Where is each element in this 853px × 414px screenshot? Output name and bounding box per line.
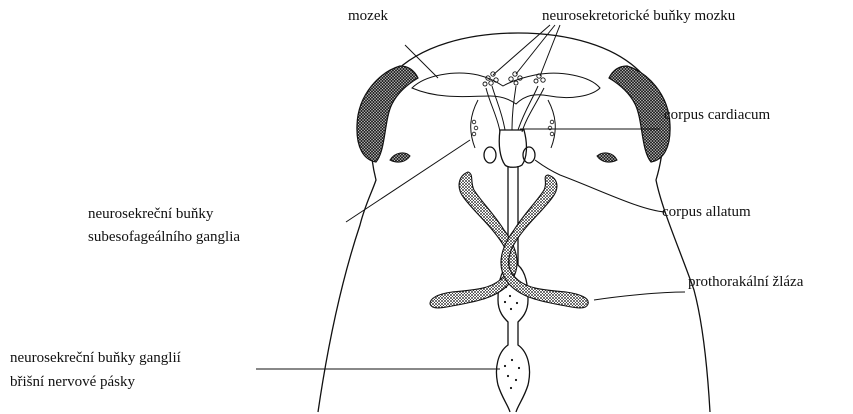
left-antenna-base (390, 153, 410, 162)
prothoracic-gland-right (501, 175, 588, 308)
label-subesophageal-line1: neurosekreční buňky (88, 205, 213, 224)
prothoracic-gland-left (430, 172, 517, 308)
corpus-cardiacum (499, 130, 526, 167)
subesophageal-neurosecretory-cells (472, 120, 554, 136)
label-subesophageal-line2: subesofageálního ganglia (88, 228, 240, 247)
brain-neurosecretory-cells (483, 72, 545, 86)
neurosecretory-axons (486, 86, 544, 132)
corpus-allatum-left (484, 147, 496, 163)
label-ventral-line1: neurosekreční buňky ganglií (10, 349, 181, 368)
left-compound-eye (357, 66, 418, 162)
label-ventral-line2: břišní nervové pásky (10, 373, 135, 392)
label-corpus-cardiacum: corpus cardiacum (664, 106, 770, 125)
label-corpus-allatum: corpus allatum (662, 203, 751, 222)
right-compound-eye (609, 66, 670, 162)
label-brain-neurosecretory-cells: neurosekretorické buňky mozku (542, 7, 735, 26)
right-antenna-base (597, 153, 617, 162)
brain-outline (412, 73, 600, 104)
label-brain: mozek (348, 7, 388, 26)
corpus-allatum-right (523, 147, 535, 163)
label-prothoracic-gland: prothorakální žláza (688, 273, 803, 292)
